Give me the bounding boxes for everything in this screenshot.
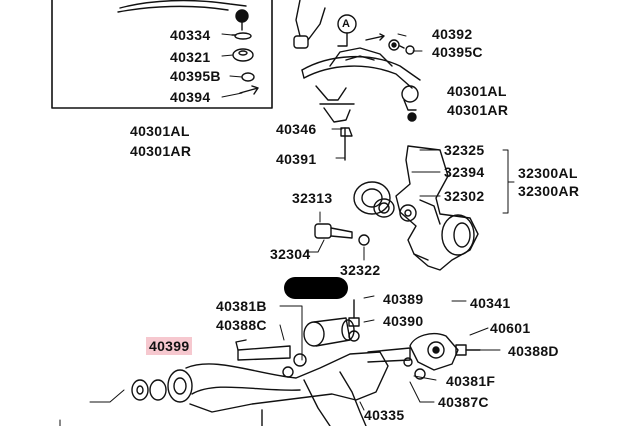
label-40394: 40394 [170,89,211,105]
label-40399-highlighted: 40399 [146,337,193,355]
label-40301al-left: 40301AL [130,123,190,139]
label-40321: 40321 [170,49,211,65]
label-40392: 40392 [432,26,473,42]
label-32325: 32325 [444,142,485,158]
lower-left-leaders [279,300,467,411]
label-32313: 32313 [292,190,333,206]
inset-parts [231,32,259,95]
label-32302: 32302 [444,188,485,204]
inset-leaders [221,33,243,98]
callout-a-symbol [337,14,357,47]
label-40601: 40601 [490,320,531,336]
label-40381f: 40381F [446,373,496,389]
label-32322: 32322 [340,262,381,278]
label-40301ar-right: 40301AR [447,102,509,118]
label-40346: 40346 [276,121,317,137]
upper-arm-assembly [293,0,421,123]
label-40388d: 40388D [508,343,559,359]
label-40390: 40390 [383,313,424,329]
label-40301al-right: 40301AL [447,83,507,99]
label-32300al: 32300AL [518,165,578,181]
label-32300ar: 32300AR [518,183,580,199]
tie-rod-parts [305,211,370,261]
label-40301ar-left: 40301AR [130,143,192,159]
nuts-upper-right [365,33,423,55]
label-40381b: 40381B [216,298,267,314]
knuckle-leaders [411,149,515,214]
redaction-mark [284,277,348,299]
label-40391: 40391 [276,151,317,167]
label-40395c: 40395C [432,44,483,60]
label-40388c: 40388C [216,317,267,333]
lower-arm-assembly [89,295,501,426]
inset-upper-arm [117,0,249,31]
bolt-40391 [331,127,353,161]
label-40387c: 40387C [438,394,489,410]
label-32394: 32394 [444,164,485,180]
label-40395b: 40395B [170,68,221,84]
knuckle-assembly [353,145,479,271]
label-40389: 40389 [383,291,424,307]
callout-a-label: A [342,18,351,30]
label-32304: 32304 [270,246,311,262]
label-40341: 40341 [470,295,511,311]
inset-box [51,0,273,109]
label-40334: 40334 [170,27,211,43]
label-40335: 40335 [364,407,405,423]
